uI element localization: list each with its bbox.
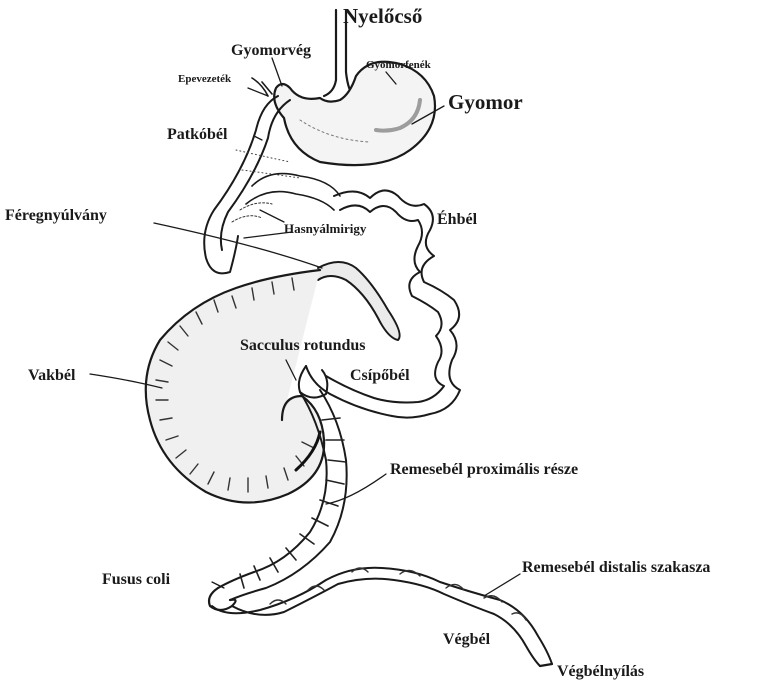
label-epevezetek: Epevezeték [178, 74, 231, 85]
label-patkobel: Patkóbél [167, 127, 227, 143]
appendix-drawing [318, 262, 400, 340]
label-remesebel-dist: Remesebél distalis szakasza [522, 560, 710, 576]
label-vegbelnyilas: Végbélnyílás [557, 664, 644, 680]
label-nyelocso: Nyelőcső [343, 6, 422, 27]
label-sacculus: Sacculus rotundus [240, 338, 366, 354]
colon-distal-drawing [212, 568, 552, 666]
label-feregnyulvany: Féregnyúlvány [5, 208, 107, 224]
label-remesebel-prox: Remesebél proximális része [390, 462, 578, 478]
label-vakbel: Vakbél [28, 368, 75, 384]
label-gyomor: Gyomor [448, 92, 523, 113]
pancreas-drawing [246, 174, 340, 210]
label-gyomorfenek: Gyomorfenék [366, 60, 431, 71]
stomach-drawing [274, 62, 435, 165]
label-vegbel: Végbél [443, 632, 490, 648]
anus-drawing [540, 664, 552, 666]
label-ehbel: Éhbél [437, 212, 477, 228]
duodenum-drawing [204, 96, 290, 273]
sacculus-drawing [299, 366, 327, 398]
label-hasnyalmirigy: Hasnyálmirigy [284, 222, 366, 235]
label-gyomorveg: Gyomorvég [231, 43, 311, 59]
label-csipobel: Csípőbél [350, 368, 410, 384]
label-fusus: Fusus coli [102, 572, 170, 588]
